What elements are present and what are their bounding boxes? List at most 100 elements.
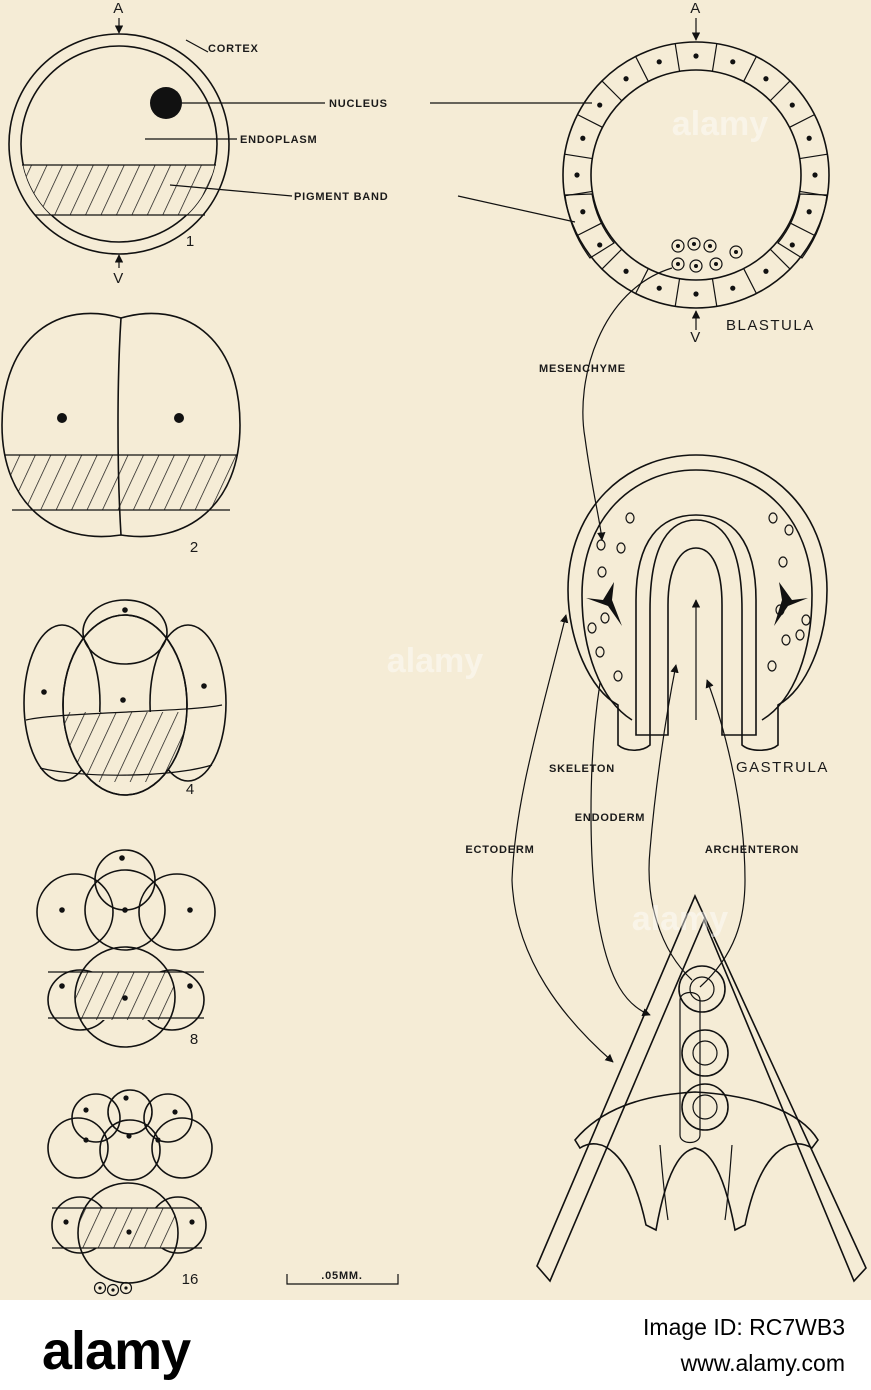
skeleton-spicule-left — [586, 582, 622, 626]
stage-1-number: 1 — [186, 233, 194, 250]
blastula-cell-nucleus — [763, 76, 769, 82]
blastula-cell-wall — [711, 278, 718, 307]
skeleton-spicule-right — [774, 582, 808, 626]
skeleton-arrow — [590, 682, 651, 1017]
blastula-cell-wall — [564, 190, 593, 197]
micromere-1 — [93, 1281, 107, 1295]
blastula-cell-wall — [564, 153, 593, 160]
blastula-cell-wall — [601, 80, 623, 102]
nucleus-1-stage-16 — [123, 1095, 129, 1101]
blastocoel — [590, 69, 802, 281]
blastula-cell-nucleus — [623, 76, 629, 82]
stage-8-embryo: 8 — [36, 849, 216, 1048]
gastrula-inner-wall — [581, 469, 813, 721]
mesenchyme-nucleus — [676, 262, 680, 266]
gastrula: GASTRULA — [567, 454, 828, 776]
scale-bar-label: .05MM. — [321, 1270, 362, 1282]
blastula: A V BLASTULA MESENCHYME — [539, 0, 830, 541]
band-lines-stage-8 — [48, 971, 204, 1019]
left-cell-stage-8 — [36, 873, 114, 951]
stage-2-number: 2 — [190, 539, 198, 556]
blastula-cell-nucleus — [656, 285, 662, 291]
mesenchyme-cell — [687, 237, 701, 251]
micromere-2 — [106, 1283, 120, 1297]
stage-4-embryo: 4 — [23, 599, 227, 798]
mesenchyme-cell — [671, 257, 685, 271]
mesenchyme-nucleus — [714, 262, 718, 266]
stage-16-number: 16 — [182, 1271, 199, 1288]
front-cell-outline-stage-4 — [62, 614, 188, 796]
vegetal-pole-label: V — [113, 270, 125, 287]
footer-url[interactable]: www.alamy.com — [680, 1350, 845, 1376]
intestine-lumen — [692, 1040, 718, 1066]
pigment-band-label: PIGMENT BAND — [294, 191, 389, 203]
left-cell-stage-4 — [23, 624, 101, 782]
mesenchyme-nucleus — [692, 242, 696, 246]
micromere-nucleus-2 — [111, 1288, 115, 1292]
band-lines-stage-16 — [52, 1207, 202, 1249]
blastula-cell-wall — [769, 80, 791, 102]
blastula-cell-nucleus — [693, 291, 699, 297]
blastula-cell-nucleus — [730, 285, 736, 291]
larval-skeletal-rod — [536, 894, 867, 1283]
egg-outer-membrane — [8, 33, 230, 255]
blastula-cell-nucleus — [574, 172, 580, 178]
blastula-cell-wall — [674, 43, 681, 72]
scale-bar: .05MM. — [286, 1270, 399, 1285]
cortex-label: CORTEX — [208, 43, 259, 55]
blastula-wall-cells — [564, 43, 828, 307]
footer-logo[interactable]: alamy — [42, 1321, 191, 1381]
pigment-band-egg — [21, 165, 217, 215]
blastula-cell-nucleus — [806, 135, 812, 141]
blastula-cell-nucleus — [730, 59, 736, 65]
scale-bar-line — [286, 1274, 399, 1285]
nucleus-5-stage-8 — [59, 983, 65, 989]
endoplasm-label: ENDOPLASM — [240, 134, 317, 146]
stage-1-egg: A V 1 CORTEX NUCLEUS ENDOPLASM PIGMENT B… — [8, 0, 592, 287]
blastula-cell-wall — [674, 278, 681, 307]
ectoderm-label: ECTODERM — [465, 844, 534, 856]
center-cell-stage-8 — [84, 869, 166, 951]
nucleus-right-stage-2 — [174, 413, 184, 423]
blastula-cell-wall — [799, 190, 828, 197]
blastula-cell-wall — [799, 153, 828, 160]
larval-stomach — [678, 965, 726, 1013]
pigment-band-stage-4 — [63, 712, 187, 782]
mesenchyme-cell — [671, 239, 685, 253]
larval-anus-region — [681, 1083, 729, 1131]
blastula-cell-wall — [635, 268, 649, 294]
nucleus-top-stage-4 — [122, 607, 128, 613]
back-cell-stage-4 — [82, 599, 168, 665]
blastula-cell-nucleus — [812, 172, 818, 178]
blastula-cell-nucleus — [656, 59, 662, 65]
stomach-lumen — [689, 976, 715, 1002]
blastula-cell-wall — [577, 114, 603, 128]
mesenchyme-nucleus — [694, 264, 698, 268]
blastula-cell-nucleus — [623, 268, 629, 274]
mesenchyme-cluster — [671, 237, 743, 273]
nucleus-3-stage-16 — [172, 1109, 178, 1115]
cell-d-stage-16 — [47, 1117, 109, 1179]
pigment-band-leader-left — [169, 184, 293, 197]
mesenchyme-cell — [709, 257, 723, 271]
blastula-cell-wall — [577, 222, 603, 236]
mesenchyme-cell — [689, 259, 703, 273]
lower-center-cell-stage-8 — [74, 946, 176, 1048]
diagram-plate: A V 1 CORTEX NUCLEUS ENDOPLASM PIGMENT B… — [1, 0, 867, 1297]
right-cell-stage-4 — [149, 624, 227, 782]
nucleus-left-stage-4 — [41, 689, 47, 695]
cortex-leader — [185, 39, 209, 53]
image-id: Image ID: RC7WB3 — [643, 1314, 845, 1340]
micromere-nucleus-3 — [124, 1286, 128, 1290]
stage-16-embryo: 16 — [47, 1089, 213, 1297]
nucleus-7-stage-16 — [63, 1219, 69, 1225]
stage-2-embryo: 2 — [1, 312, 241, 556]
nucleus-right-stage-4 — [201, 683, 207, 689]
nucleus-egg — [150, 87, 182, 119]
pigment-band-leader-right — [457, 195, 576, 223]
larval-gut-column — [679, 991, 701, 1144]
blastula-cell-nucleus — [693, 53, 699, 59]
blastula-cell-wall — [743, 56, 757, 82]
blastula-label: BLASTULA — [726, 317, 815, 334]
